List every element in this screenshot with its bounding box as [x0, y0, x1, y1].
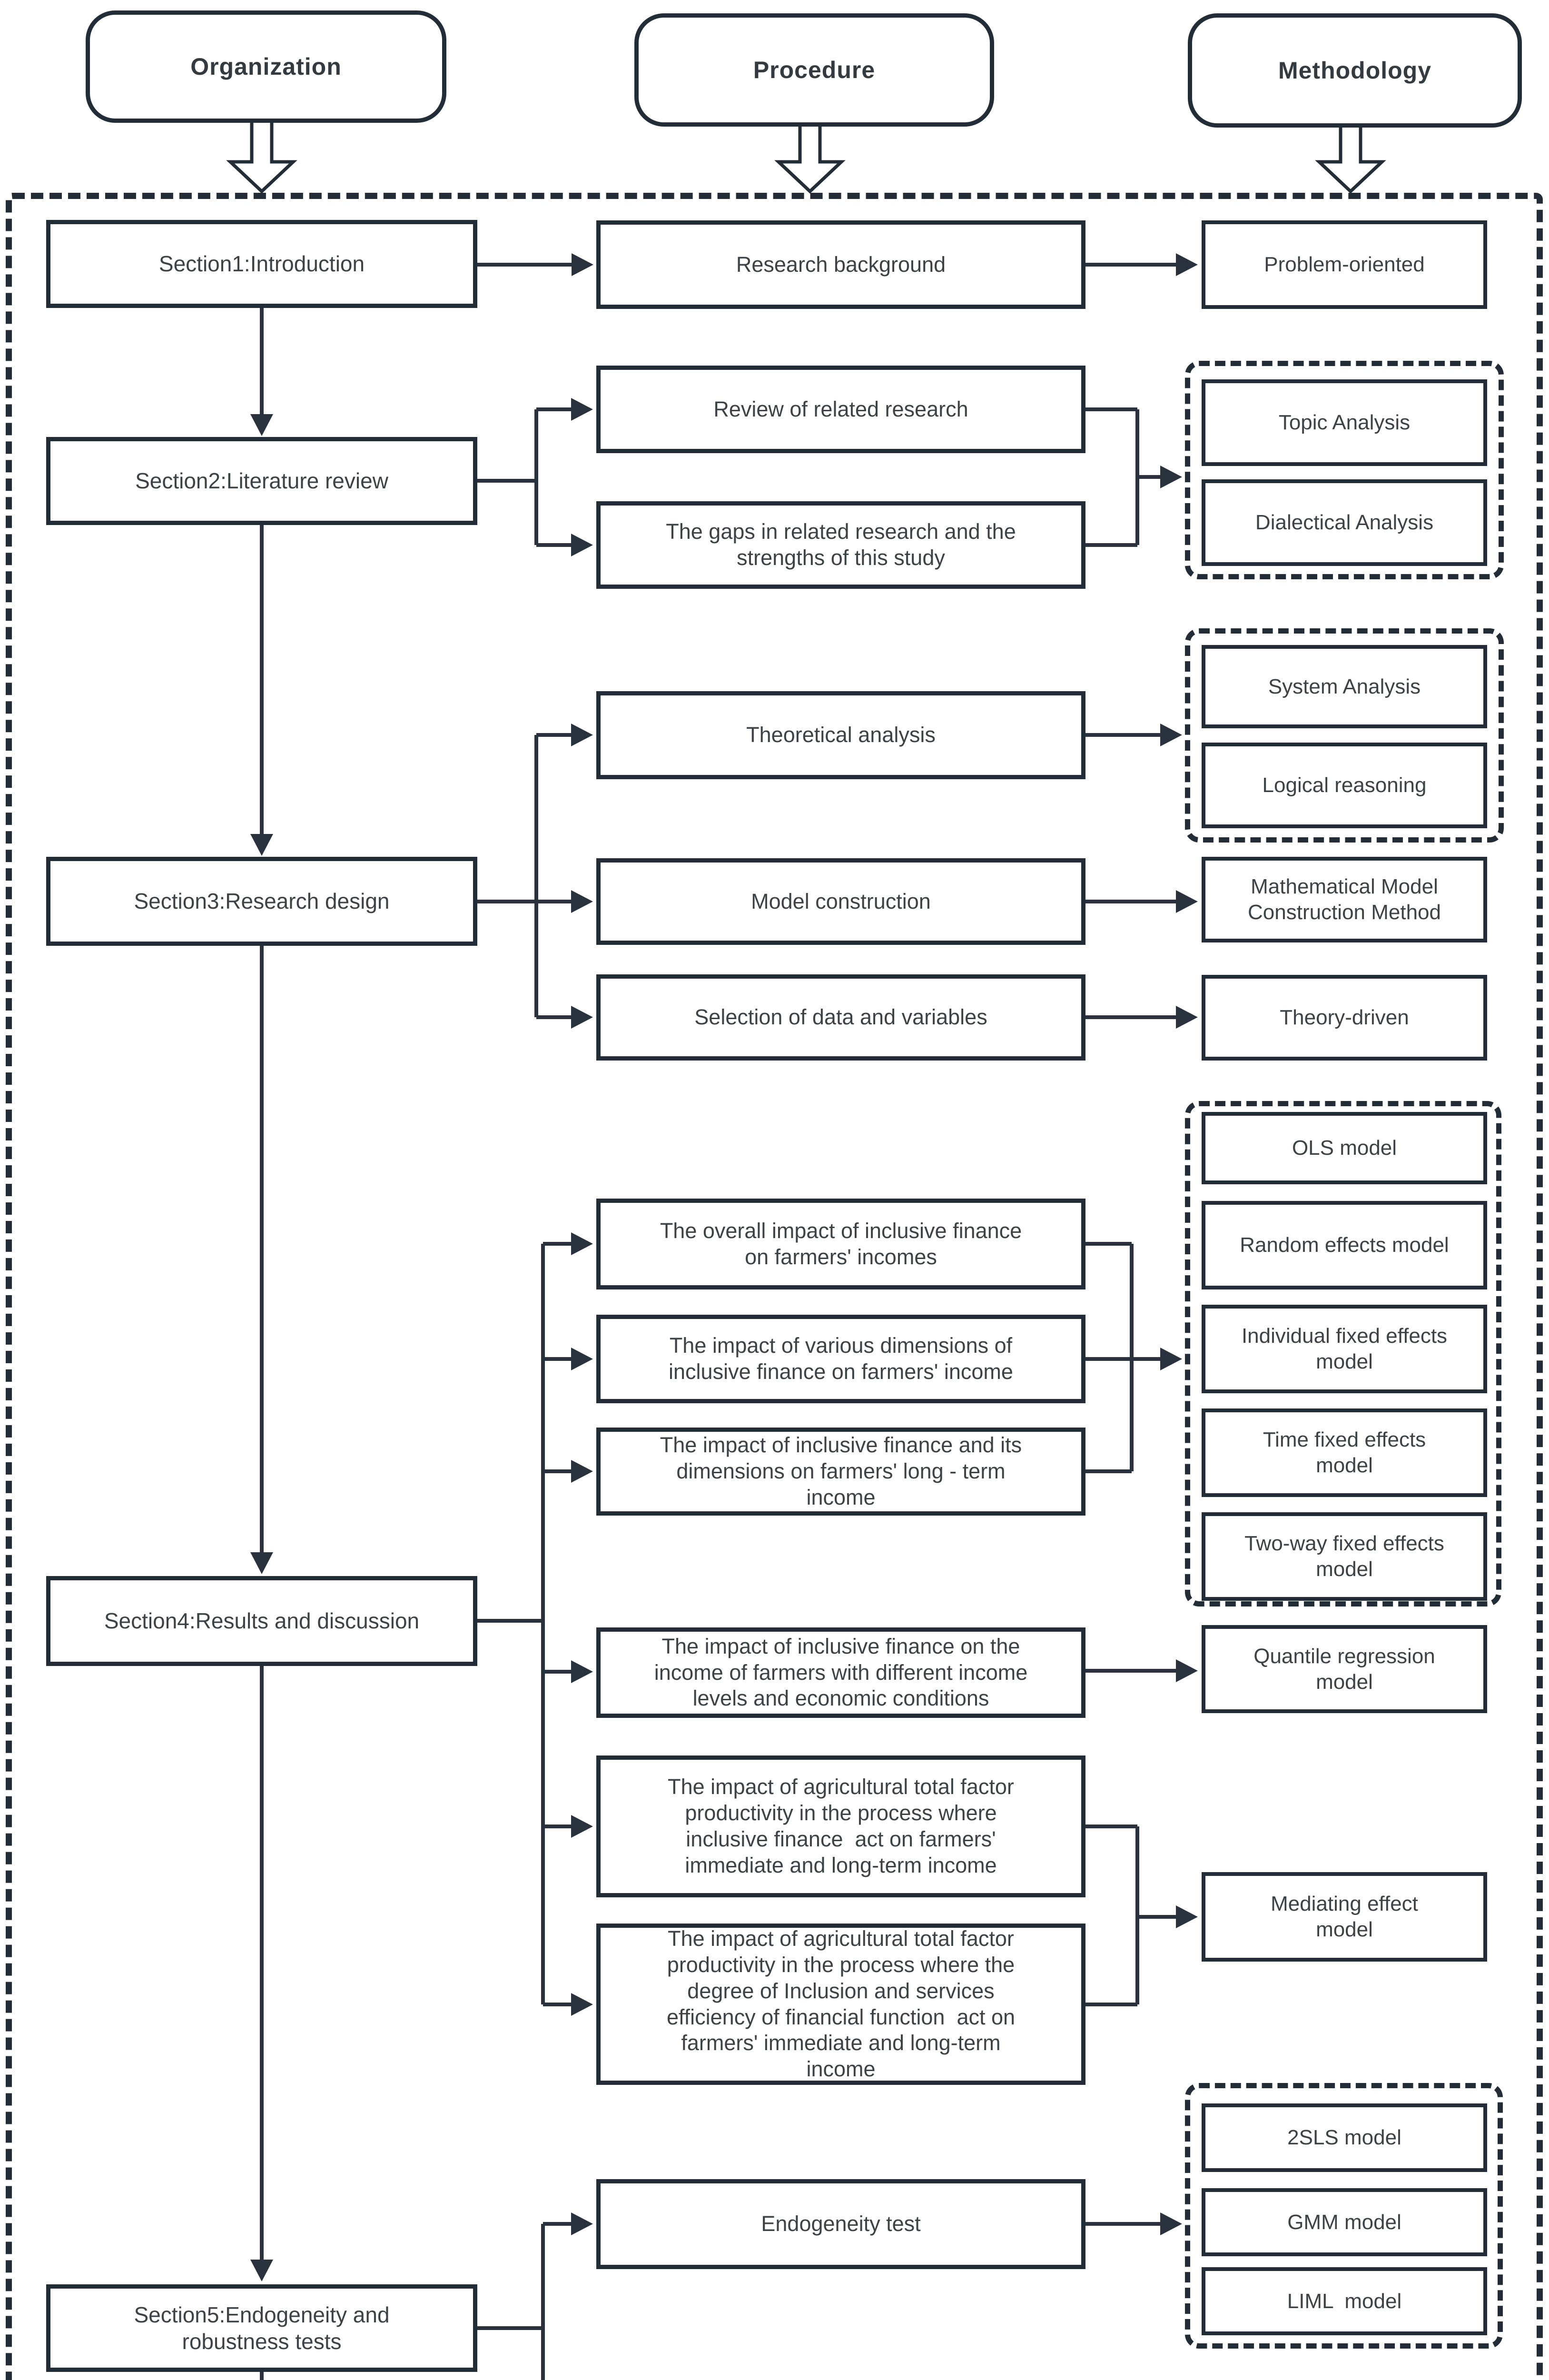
arrowhead-dimensions [571, 1348, 593, 1370]
methodology-arrow-icon [1315, 119, 1386, 194]
arrowhead-theory-driven [1176, 1006, 1198, 1029]
method-ols: OLS model [1202, 1112, 1487, 1184]
method-problem-oriented: Problem-oriented [1202, 220, 1487, 309]
method-topic-analysis: Topic Analysis [1202, 379, 1487, 466]
arrowhead-theoretical [571, 724, 593, 746]
method-mediating: Mediating effect model [1202, 1872, 1487, 1962]
method-logical-reasoning: Logical reasoning [1202, 743, 1487, 828]
arrowhead-panel-group [1160, 1348, 1182, 1370]
arrowhead-model-construction [571, 890, 593, 913]
procedure-atfp-inclusive: The impact of agricultural total factor … [596, 1755, 1085, 1897]
method-individual-fixed: Individual fixed effects model [1202, 1305, 1487, 1393]
method-group-reasoning [1185, 628, 1504, 843]
section2-box: Section2:Literature review [46, 437, 477, 525]
procedure-model-construction: Model construction [596, 858, 1085, 945]
method-group-panel-models [1185, 1101, 1501, 1606]
method-quantile: Quantile regression model [1202, 1625, 1487, 1713]
procedure-arrow-icon [774, 118, 846, 194]
procedure-longterm-impact: The impact of inclusive finance and its … [596, 1428, 1085, 1516]
arrowhead-income-levels [571, 1660, 593, 1683]
procedure-overall-impact: The overall impact of inclusive finance … [596, 1199, 1085, 1289]
arrowhead-selection [571, 1006, 593, 1029]
section3-box: Section3:Research design [46, 857, 477, 946]
arrowhead-math-model [1176, 890, 1198, 913]
method-time-fixed: Time fixed effects model [1202, 1408, 1487, 1497]
organization-arrow-icon [226, 114, 297, 194]
section5-box: Section5:Endogeneity and robustness test… [46, 2284, 477, 2372]
arrowhead-problem [1176, 253, 1198, 276]
connector-atfp-merge [1085, 1825, 1177, 2006]
arrowhead-quantile [1176, 1659, 1198, 1682]
connector-s4-branch [476, 1242, 572, 2006]
procedure-review-related: Review of related research [596, 366, 1085, 453]
procedure-atfp-degree: The impact of agricultural total factor … [596, 1924, 1085, 2085]
arrowhead-overall [571, 1232, 593, 1255]
arrowhead-s2 [250, 414, 273, 436]
arrowhead-background [572, 253, 593, 276]
method-theory-driven: Theory-driven [1202, 975, 1487, 1061]
arrowhead-iv-group [1160, 2212, 1182, 2235]
dashed-boundary [6, 193, 1543, 2380]
procedure-research-background: Research background [596, 220, 1085, 309]
procedure-dimensions-impact: The impact of various dimensions of incl… [596, 1315, 1085, 1403]
arrowhead-longterm [571, 1460, 593, 1483]
arrowhead-mediating [1176, 1905, 1198, 1928]
arrowhead-analysis-group [1160, 466, 1182, 488]
method-twoway-fixed: Two-way fixed effects model [1202, 1512, 1487, 1601]
procedure-endogeneity-test: Endogeneity test [596, 2179, 1085, 2269]
connector-s3-branch [477, 733, 572, 1019]
method-dialectical-analysis: Dialectical Analysis [1202, 479, 1487, 566]
section4-box: Section4:Results and discussion [46, 1576, 477, 1666]
arrowhead-atfp-inclusive [571, 1815, 593, 1838]
connector-s2-branch [477, 407, 572, 547]
arrowhead-atfp-degree [571, 1993, 593, 2016]
method-group-iv-models [1185, 2083, 1503, 2349]
procedure-gaps: The gaps in related research and the str… [596, 501, 1085, 589]
procedure-theoretical-analysis: Theoretical analysis [596, 691, 1085, 779]
arrowhead-s5 [250, 2260, 273, 2281]
method-random-effects: Random effects model [1202, 1201, 1487, 1289]
connector-s5-branch [477, 2222, 572, 2380]
procedure-income-levels: The impact of inclusive finance on the i… [596, 1627, 1085, 1718]
method-gmm: GMM model [1202, 2188, 1487, 2256]
header-procedure: Procedure [634, 13, 994, 127]
arrowhead-endogeneity [571, 2212, 593, 2235]
procedure-selection-data: Selection of data and variables [596, 974, 1085, 1061]
header-methodology: Methodology [1188, 13, 1522, 128]
connector-panel-merge [1085, 1242, 1161, 1473]
arrowhead-s4 [250, 1552, 273, 1574]
arrowhead-gaps [571, 534, 593, 556]
method-math-model: Mathematical Model Construction Method [1202, 857, 1487, 942]
method-group-analysis [1185, 361, 1504, 579]
arrowhead-s3 [250, 834, 273, 856]
method-liml: LIML model [1202, 2267, 1487, 2335]
section1-box: Section1:Introduction [46, 220, 477, 308]
method-system-analysis: System Analysis [1202, 645, 1487, 728]
arrowhead-reasoning-group [1160, 724, 1182, 746]
arrowhead-review [571, 398, 593, 421]
header-organization: Organization [86, 10, 446, 123]
method-2sls: 2SLS model [1202, 2103, 1487, 2172]
connector-review-gaps-merge [1085, 407, 1161, 547]
